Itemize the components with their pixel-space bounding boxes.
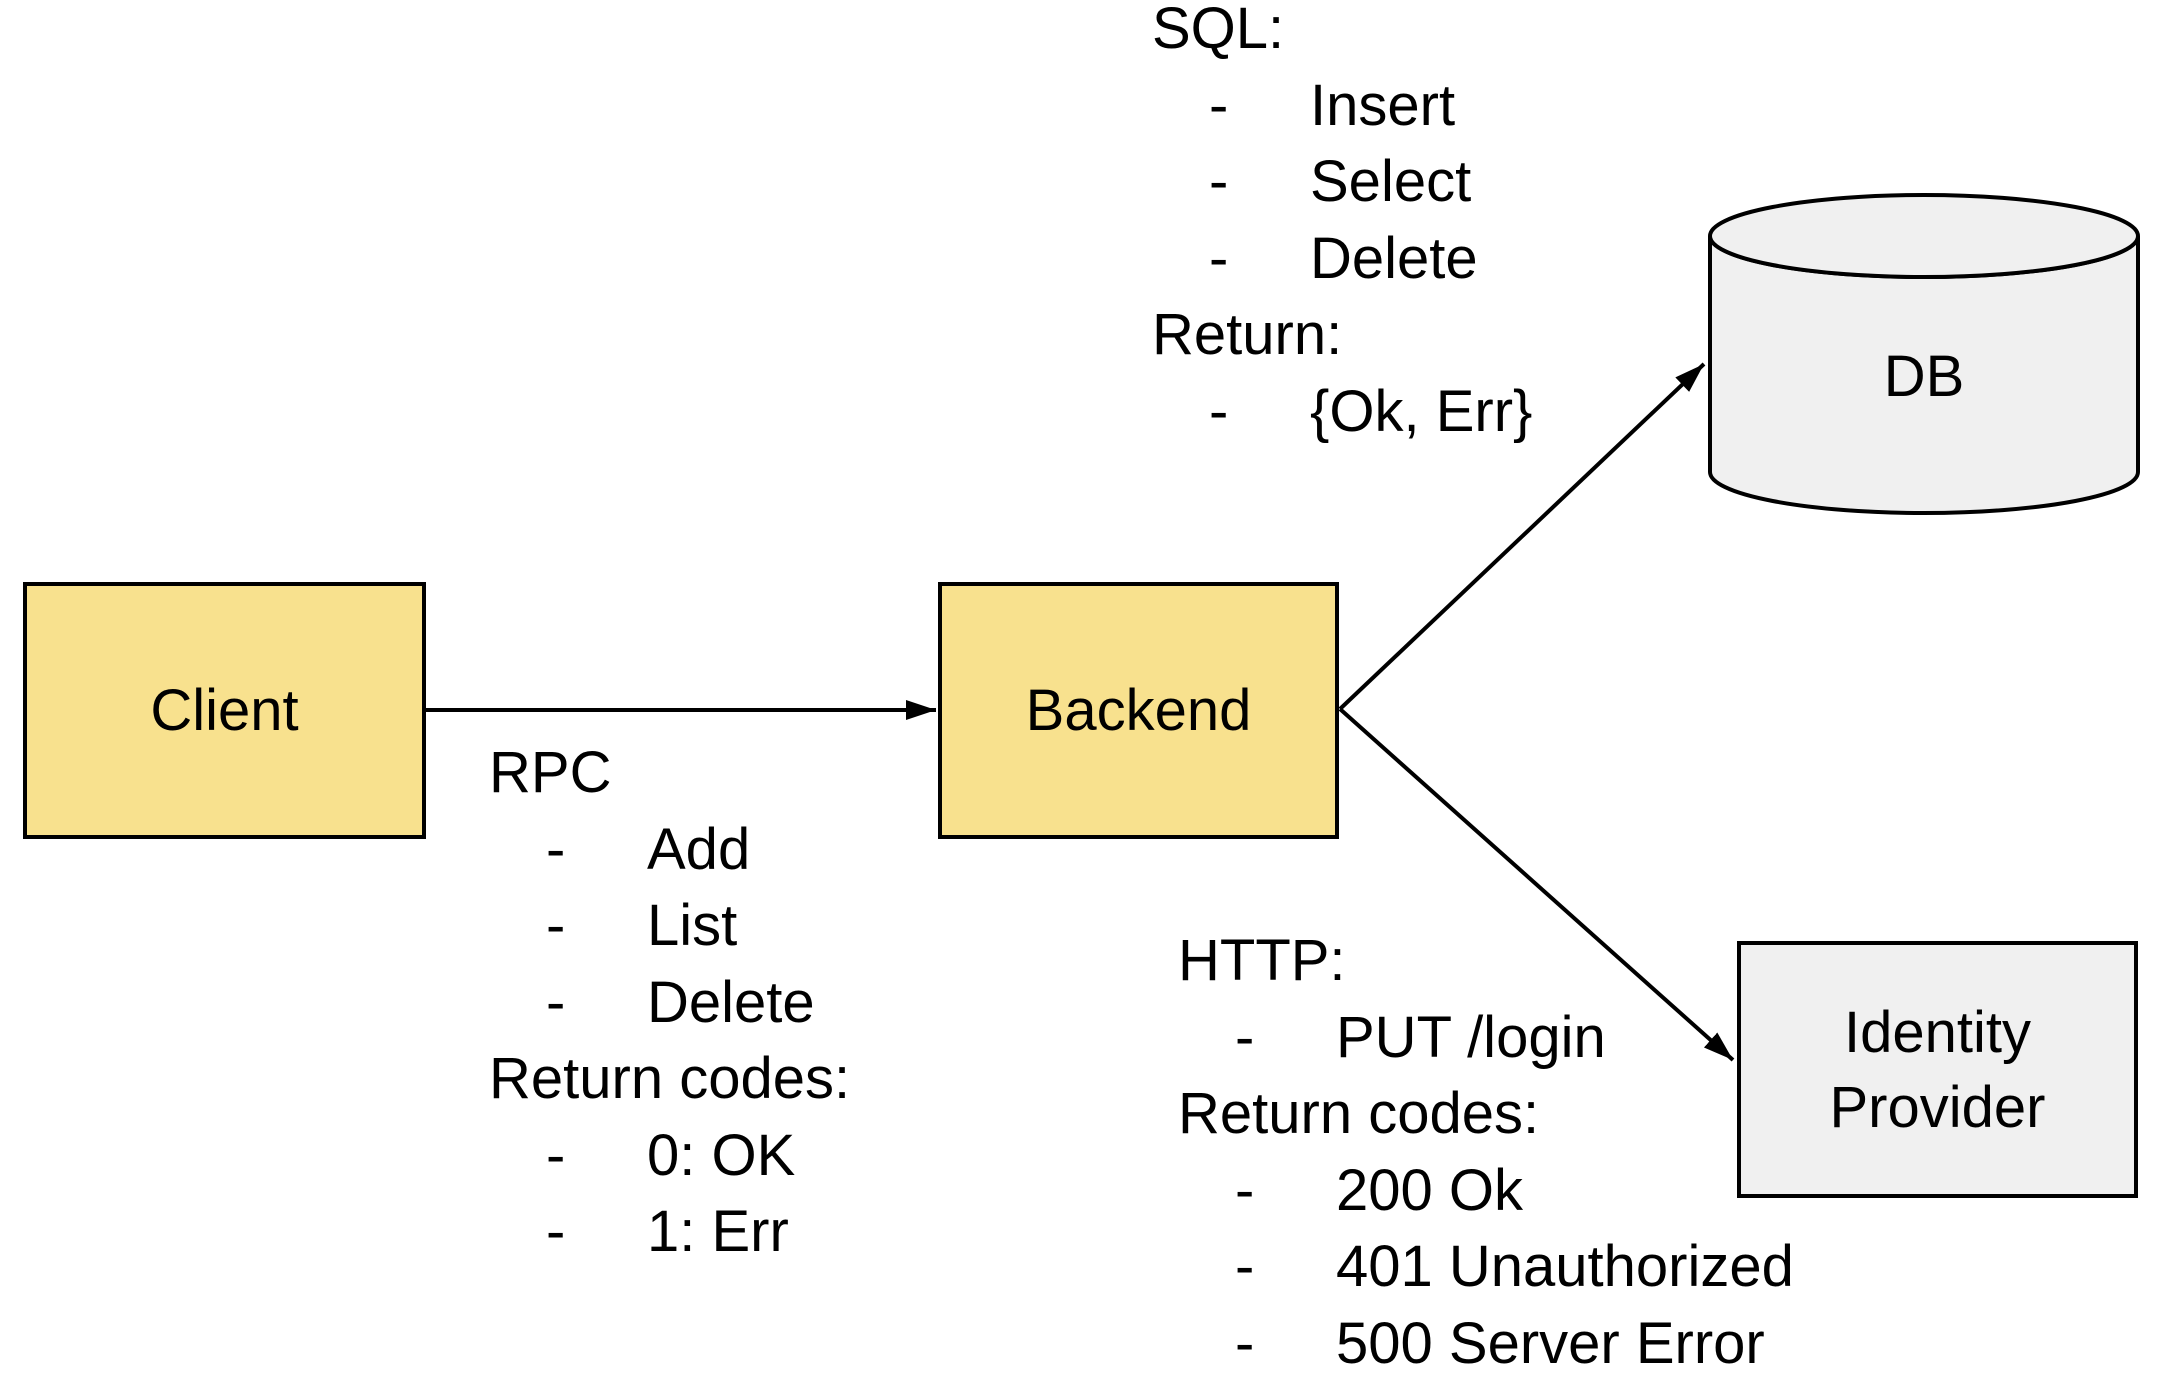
http-return-title: Return codes: — [1178, 1081, 1540, 1146]
node-identity-provider: Identity Provider — [1737, 941, 2138, 1198]
client-label: Client — [150, 678, 299, 743]
rpc-item: - Add — [489, 812, 850, 889]
bullet-dash: - — [546, 969, 566, 1035]
sql-annotation-block: SQL: - Insert - Select - Delete Return: … — [1152, 0, 1532, 451]
sql-title: SQL: — [1152, 0, 1285, 61]
rpc-annotation-block: RPC - Add - List - Delete Return codes: … — [489, 735, 850, 1271]
db-label: DB — [1884, 344, 1965, 409]
node-backend: Backend — [938, 582, 1339, 839]
http-return-item-text: 401 Unauthorized — [1336, 1234, 1794, 1299]
bullet-dash: - — [1235, 1004, 1255, 1070]
bullet-dash: - — [1209, 149, 1229, 214]
rpc-return-item-text: 0: OK — [647, 1122, 796, 1188]
bullet-dash: - — [546, 816, 566, 882]
sql-item-text: Insert — [1310, 72, 1456, 138]
http-return-item: - 401 Unauthorized — [1178, 1229, 1794, 1306]
bullet-dash: - — [546, 1199, 566, 1264]
node-db-cylinder: DB — [1708, 193, 2140, 515]
http-return-item-text: 500 Server Error — [1336, 1310, 1765, 1376]
rpc-return-item: - 1: Err — [489, 1194, 850, 1271]
http-title: HTTP: — [1178, 928, 1346, 993]
bullet-dash: - — [1209, 378, 1229, 444]
sql-item-text: Select — [1310, 149, 1472, 214]
identity-provider-label-line1: Identity — [1843, 999, 2031, 1065]
sql-item: - Select — [1152, 144, 1471, 221]
rpc-item: - Delete — [489, 965, 850, 1042]
rpc-return-title: Return codes: — [489, 1046, 851, 1111]
identity-provider-label-line2: Provider — [1829, 1074, 2046, 1140]
node-client: Client — [23, 582, 426, 839]
bullet-dash: - — [546, 893, 566, 958]
rpc-item-text: List — [647, 893, 738, 958]
backend-label: Backend — [1025, 678, 1252, 743]
sql-return-item: - {Ok, Err} — [1152, 374, 1532, 451]
sql-item: - Delete — [1152, 221, 1478, 298]
http-return-item: - 200 Ok — [1178, 1153, 1539, 1230]
bullet-dash: - — [1235, 1234, 1255, 1299]
bullet-dash: - — [1209, 225, 1229, 291]
http-return-item: - 500 Server Error — [1178, 1306, 1765, 1383]
bullet-dash: - — [1235, 1157, 1255, 1223]
http-item: - PUT /login — [1178, 1000, 1606, 1077]
sql-item-text: Delete — [1310, 225, 1478, 291]
rpc-title: RPC — [489, 740, 612, 805]
rpc-return-item-text: 1: Err — [647, 1199, 789, 1264]
identity-provider-label: Identity Provider — [1830, 995, 2046, 1145]
rpc-item: - List — [489, 888, 850, 965]
rpc-return-item: - 0: OK — [489, 1118, 850, 1195]
bullet-dash: - — [546, 1122, 566, 1188]
bullet-dash: - — [1235, 1310, 1255, 1376]
bullet-dash: - — [1209, 72, 1229, 138]
http-item-text: PUT /login — [1336, 1004, 1606, 1070]
arrow-backend-to-identity-provider — [1338, 707, 1735, 1062]
arrow-backend-to-db — [1338, 362, 1706, 711]
db-cylinder-top — [1708, 193, 2140, 279]
sql-return-item-text: {Ok, Err} — [1310, 378, 1533, 444]
sql-return-title: Return: — [1152, 302, 1343, 367]
http-annotation-block: HTTP: - PUT /login Return codes: - 200 O… — [1178, 923, 1794, 1383]
sql-item: - Insert — [1152, 68, 1455, 145]
rpc-item-text: Add — [647, 816, 751, 882]
http-return-item-text: 200 Ok — [1336, 1157, 1523, 1223]
rpc-item-text: Delete — [647, 969, 815, 1035]
